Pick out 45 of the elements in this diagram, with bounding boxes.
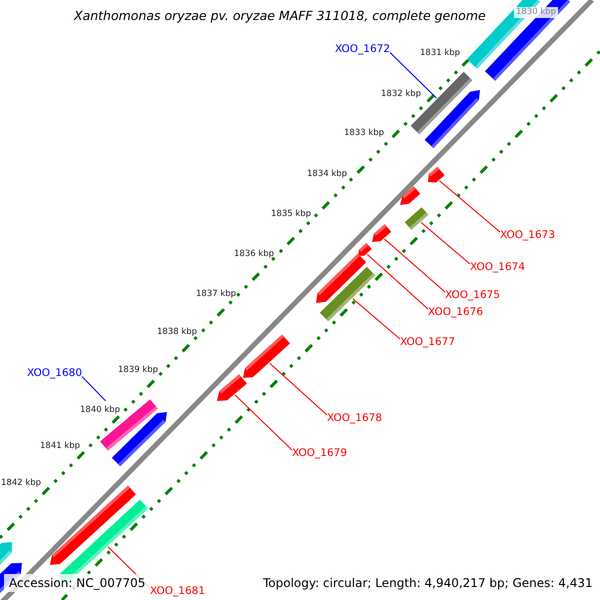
leader-line xyxy=(82,376,106,402)
gene-block xyxy=(404,207,428,230)
gene-label: XOO_1675 xyxy=(445,290,500,300)
gene-label: XOO_1680 xyxy=(27,368,82,378)
gene-block xyxy=(372,224,392,242)
leader-line xyxy=(269,362,328,416)
leader-line xyxy=(390,52,437,99)
gene-label: XOO_1679 xyxy=(292,448,348,458)
leader-line xyxy=(384,238,446,292)
gene-block xyxy=(50,486,136,565)
scale-label: 1836 kbp xyxy=(234,250,274,258)
leader-line xyxy=(352,298,400,340)
gene-block xyxy=(400,186,420,205)
gene-block xyxy=(358,243,372,256)
gene-label: XOO_1674 xyxy=(470,262,526,272)
scale-label: 1834 kbp xyxy=(307,170,348,178)
scale-label: 1838 kbp xyxy=(157,328,198,336)
scale-label: 1837 kbp xyxy=(196,290,236,298)
scale-label: 1832 kbp xyxy=(381,90,422,98)
gene-label: XOO_1681 xyxy=(150,586,206,596)
scale-label: 1841 kbp xyxy=(40,442,80,450)
scale-label: 1839 kbp xyxy=(118,366,158,374)
gene-block xyxy=(112,412,167,466)
scale-label: 1830 kbp xyxy=(514,7,558,18)
leader-line xyxy=(420,222,470,264)
scale-label: 1831 kbp xyxy=(420,49,460,58)
accession-text: Accession: NC_007705 xyxy=(4,574,150,592)
gene-block xyxy=(428,166,445,182)
gene-label: XOO_1673 xyxy=(500,230,556,240)
scale-label: 1842 kbp xyxy=(1,479,42,488)
gene-block xyxy=(243,334,290,378)
gene-label: XOO_1677 xyxy=(400,337,456,348)
leader-line xyxy=(439,180,500,232)
gene-label: XOO_1672 xyxy=(335,44,390,54)
gene-label: XOO_1678 xyxy=(327,413,382,424)
gene-block xyxy=(424,90,480,148)
scale-label: 1840 kbp xyxy=(80,406,120,414)
gene-label: XOO_1676 xyxy=(428,307,484,318)
leader-line xyxy=(234,394,292,450)
gene-block xyxy=(217,374,247,401)
gene-block xyxy=(0,542,12,565)
gene-block xyxy=(316,254,366,303)
scale-label: 1835 kbp xyxy=(271,210,312,218)
leader-line xyxy=(366,254,428,310)
scale-label: 1833 kbp xyxy=(344,129,384,138)
